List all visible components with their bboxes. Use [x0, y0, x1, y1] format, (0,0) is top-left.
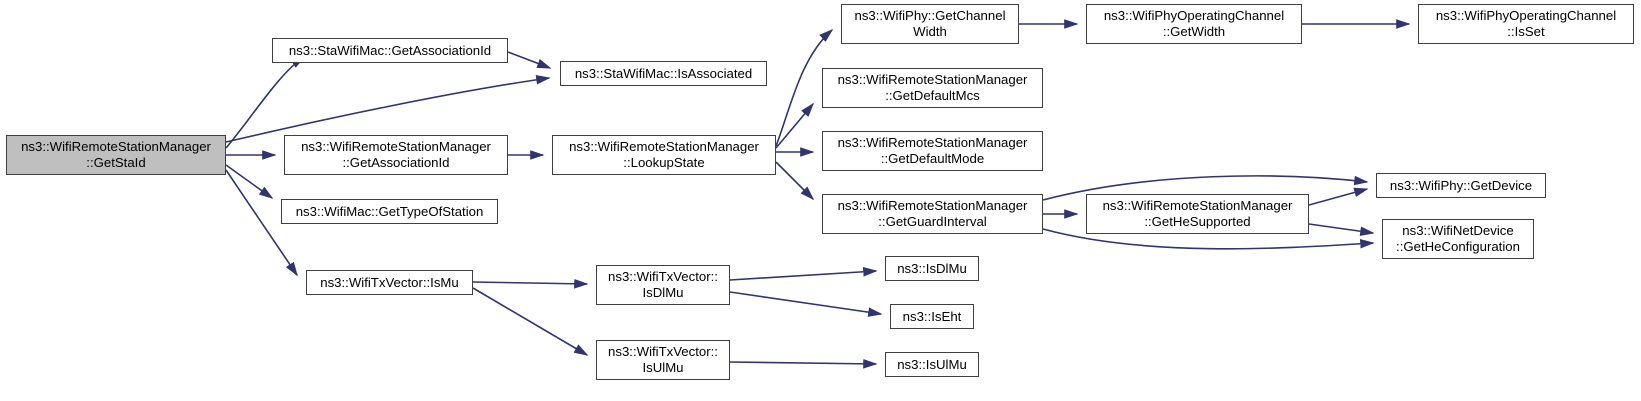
edge-n0-to-n5 [225, 75, 551, 143]
node-label: ns3::WifiRemoteStationManager ::GetGuard… [837, 198, 1028, 229]
edge-n4-to-n7 [472, 278, 589, 289]
node-ns3-wifinetdevice-getheconfiguration[interactable]: ns3::WifiNetDevice ::GetHeConfiguration [1382, 219, 1534, 259]
node-ns3-wifitxvector-ismu[interactable]: ns3::WifiTxVector::IsMu [306, 270, 473, 295]
node-label: ns3::WifiRemoteStationManager ::GetAssoc… [301, 139, 491, 170]
node-label: ns3::WifiNetDevice ::GetHeConfiguration [1396, 223, 1520, 254]
node-label: ns3::WifiRemoteStationManager ::GetDefau… [837, 135, 1028, 166]
edge-n6-to-n10 [775, 102, 815, 149]
edge-n1-to-n5 [507, 51, 552, 69]
node-label: ns3::WifiPhy::GetDevice [1389, 177, 1533, 193]
node-label: ns3::WifiRemoteStationManager ::GetDefau… [837, 72, 1028, 103]
node-label: ns3::IsUlMu [897, 356, 967, 372]
node-label: ns3::StaWifiMac::IsAssociated [574, 65, 753, 81]
node-ns3-wifiphyoperatingchannel-isset[interactable]: ns3::WifiPhyOperatingChannel ::IsSet [1418, 4, 1634, 44]
edge-n17-to-n19 [1308, 223, 1375, 236]
edge-n7-to-n14 [729, 291, 883, 317]
node-ns3-wifimac-gettypeofstation[interactable]: ns3::WifiMac::GetTypeOfStation [281, 199, 498, 224]
node-ns3-wifiremotestationmanager-getguardinterval[interactable]: ns3::WifiRemoteStationManager ::GetGuard… [822, 194, 1043, 234]
node-ns3-wifiremotestationmanager-getstaid[interactable]: ns3::WifiRemoteStationManager ::GetStaId [6, 135, 226, 175]
node-ns3-isdlmu[interactable]: ns3::IsDlMu [885, 256, 979, 281]
node-label: ns3::WifiPhy::GetChannel Width [854, 8, 1006, 39]
node-ns3-wifiremotestationmanager-getdefaultmcs[interactable]: ns3::WifiRemoteStationManager ::GetDefau… [822, 68, 1043, 108]
node-label: ns3::IsDlMu [897, 260, 967, 276]
edge-n17-to-n18 [1308, 187, 1369, 206]
node-ns3-wifitxvector-isdlmu[interactable]: ns3::WifiTxVector:: IsDlMu [596, 265, 730, 305]
edge-n4-to-n8 [472, 287, 589, 356]
node-label: ns3::WifiTxVector:: IsUlMu [608, 344, 718, 375]
node-label: ns3::WifiRemoteStationManager ::LookupSt… [569, 139, 759, 170]
node-ns3-wifiphy-getchannel-width[interactable]: ns3::WifiPhy::GetChannel Width [841, 4, 1019, 44]
node-ns3-wifitxvector-isulmu[interactable]: ns3::WifiTxVector:: IsUlMu [596, 340, 730, 380]
edge-n8-to-n15 [729, 359, 878, 369]
node-ns3-stawifimac-isassociated[interactable]: ns3::StaWifiMac::IsAssociated [560, 61, 767, 86]
node-ns3-wifiphy-getdevice[interactable]: ns3::WifiPhy::GetDevice [1376, 173, 1546, 198]
node-label: ns3::StaWifiMac::GetAssociationId [288, 42, 492, 58]
node-ns3-wifiremotestationmanager-getdefaultmode[interactable]: ns3::WifiRemoteStationManager ::GetDefau… [822, 131, 1043, 171]
edge-n0-to-n3 [225, 164, 274, 199]
node-ns3-isulmu[interactable]: ns3::IsUlMu [885, 352, 979, 377]
node-label: ns3::WifiPhyOperatingChannel ::GetWidth [1103, 8, 1285, 39]
node-label: ns3::WifiTxVector::IsMu [320, 274, 459, 290]
node-label: ns3::WifiRemoteStationManager ::GetHeSup… [1102, 198, 1293, 229]
node-label: ns3::WifiMac::GetTypeOfStation [295, 203, 484, 219]
node-label: ns3::WifiRemoteStationManager ::GetStaId [21, 139, 211, 170]
node-ns3-stawifimac-getassociationid[interactable]: ns3::StaWifiMac::GetAssociationId [272, 38, 508, 63]
node-ns3-wifiphyoperatingchannel-getwidth[interactable]: ns3::WifiPhyOperatingChannel ::GetWidth [1086, 4, 1302, 44]
node-label: ns3::WifiPhyOperatingChannel ::IsSet [1435, 8, 1617, 39]
node-ns3-iseht[interactable]: ns3::IsEht [890, 304, 974, 329]
node-label: ns3::WifiTxVector:: IsDlMu [608, 269, 718, 300]
node-ns3-wifiremotestationmanager-gethesupported[interactable]: ns3::WifiRemoteStationManager ::GetHeSup… [1086, 194, 1309, 234]
node-ns3-wifiremotestationmanager-getassociationid[interactable]: ns3::WifiRemoteStationManager ::GetAssoc… [284, 135, 508, 175]
edge-n7-to-n13 [729, 266, 878, 281]
edge-n6-to-n12 [775, 161, 815, 201]
node-ns3-wifiremotestationmanager-lookupstate[interactable]: ns3::WifiRemoteStationManager ::LookupSt… [552, 135, 776, 175]
node-label: ns3::IsEht [902, 308, 962, 324]
